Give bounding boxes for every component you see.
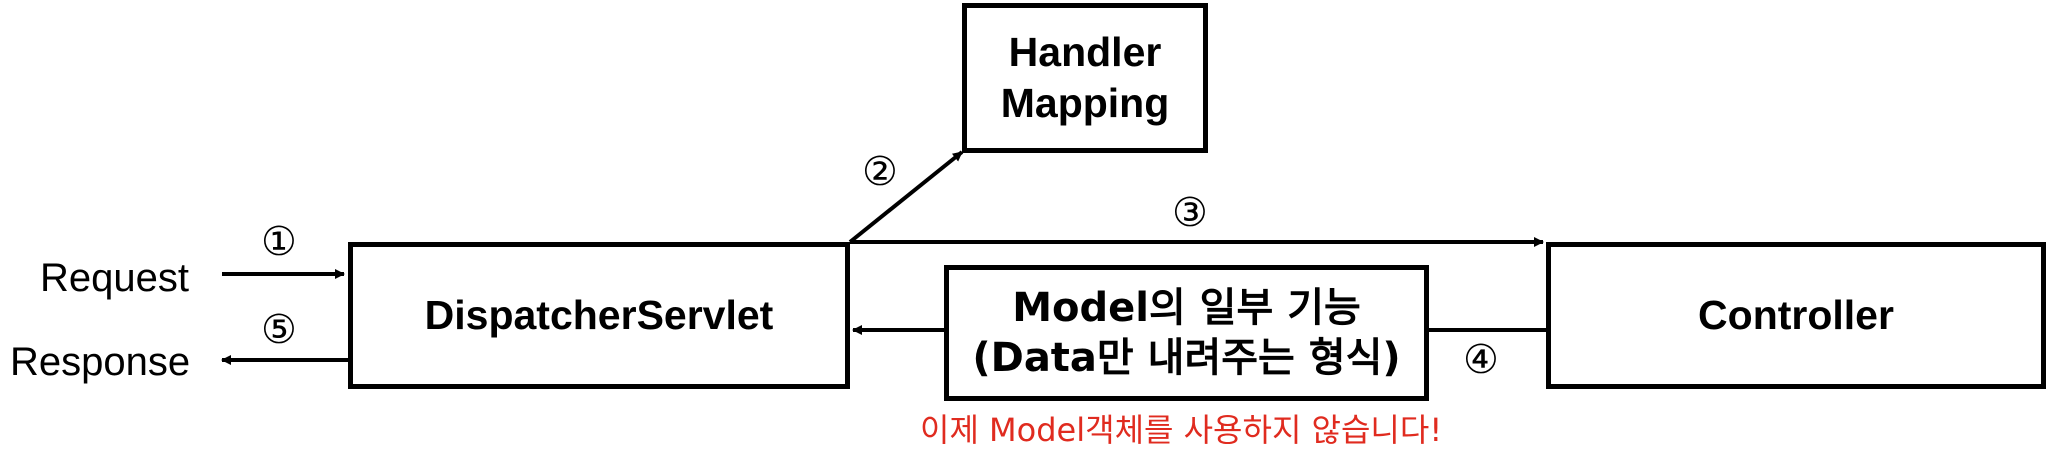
controller-label: Controller [1698, 291, 1894, 338]
controller-box: Controller [1546, 242, 2046, 389]
handler-mapping-line-1: Handler [1008, 28, 1162, 75]
model-box-line-1: Model의 일부 기능 [1012, 285, 1361, 331]
dispatcher-servlet-label: DispatcherServlet [424, 291, 774, 338]
dispatcher-servlet-box: DispatcherServlet [348, 242, 850, 389]
model-partial-box: Model의 일부 기능 (Data만 내려주는 형식) [944, 265, 1429, 401]
handler-mapping-box: Handler Mapping [962, 3, 1208, 153]
step-2-marker: ② [862, 149, 898, 195]
handler-mapping-line-2: Mapping [1000, 80, 1170, 126]
step-3-marker: ③ [1172, 190, 1208, 236]
step-1-marker: ① [261, 219, 297, 265]
model-box-line-2: (Data만 내려주는 형식) [972, 335, 1401, 381]
step-5-marker: ⑤ [261, 307, 297, 353]
warning-note: 이제 Model객체를 사용하지 않습니다! [920, 411, 1443, 449]
step-4-marker: ④ [1463, 337, 1499, 383]
handler-mapping-arrow [848, 150, 964, 244]
request-label: Request [40, 256, 189, 300]
response-label: Response [10, 340, 191, 384]
